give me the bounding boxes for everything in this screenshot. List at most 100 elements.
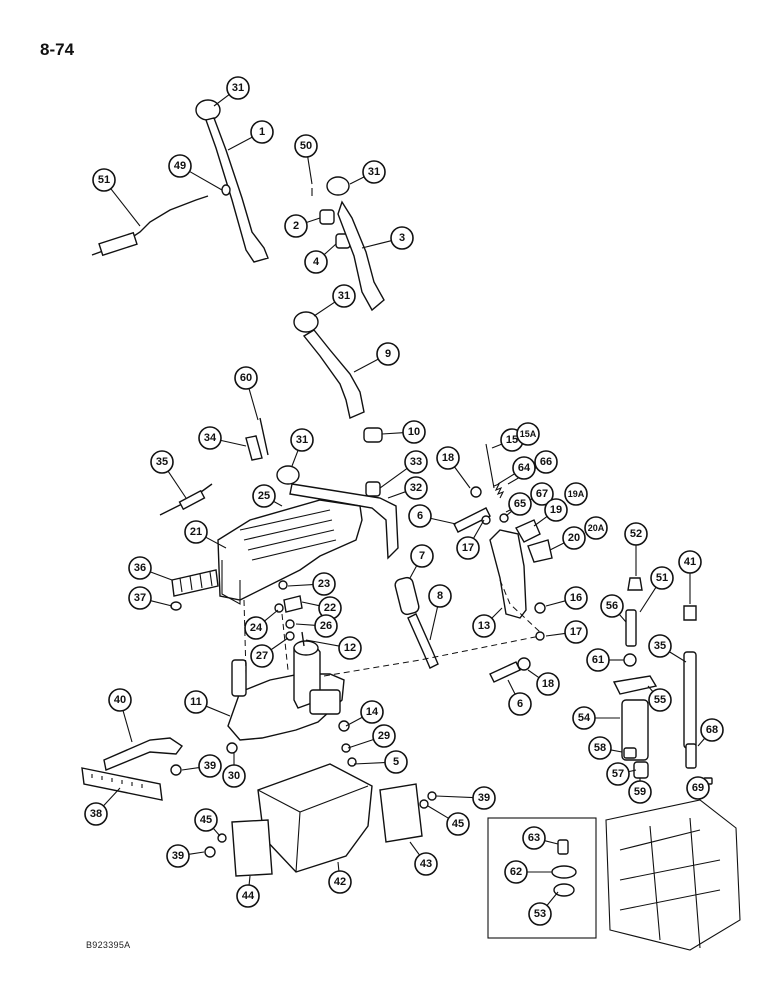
callout-label: 24: [250, 622, 263, 634]
rod-8: [407, 613, 439, 669]
figure-code: B923395A: [86, 940, 131, 950]
callout-circle: [402, 420, 426, 444]
cable-40: [103, 737, 184, 771]
callout-label: 39: [172, 850, 184, 862]
callout-7: 7: [410, 544, 434, 568]
knob-31-c: [293, 311, 319, 333]
callout-67: 67: [530, 482, 554, 506]
callout-label: 62: [510, 866, 522, 878]
leader-line-45: [212, 827, 221, 837]
leader-line-55: [647, 685, 654, 693]
callout-circle: [312, 572, 336, 596]
leader-line-10: [381, 432, 404, 435]
callout-label: 11: [190, 696, 202, 708]
callout-label: 32: [410, 482, 422, 494]
callout-circle: [404, 476, 428, 500]
leader-line-19: [533, 516, 548, 527]
callout-label: 56: [606, 600, 618, 612]
callout-39: 39: [198, 754, 222, 778]
callout-31: 31: [332, 284, 356, 308]
callout-label: 21: [190, 526, 202, 538]
nut-37: [170, 601, 182, 611]
leader-line-34: [220, 439, 247, 447]
leader-line-1: [227, 136, 253, 151]
callout-26: 26: [314, 614, 338, 638]
leader-lines: [103, 94, 706, 906]
bracket-13: [489, 529, 527, 619]
lever-3: [337, 200, 385, 312]
callout-circle: [522, 826, 546, 850]
leader-line-14: [345, 716, 363, 727]
callout-58: 58: [588, 736, 612, 760]
leader-line-39: [435, 795, 474, 799]
callout-45: 45: [446, 812, 470, 836]
leader-line-31: [349, 176, 365, 185]
leader-line-43: [409, 841, 420, 856]
callout-label: 20A: [588, 523, 605, 533]
leader-line-9: [353, 358, 379, 373]
callout-31: 31: [362, 160, 386, 184]
callout-37: 37: [128, 586, 152, 610]
callout-circle: [414, 852, 438, 876]
callout-32: 32: [404, 476, 428, 500]
callout-label: 66: [540, 456, 552, 468]
callout-circle: [544, 498, 568, 522]
callout-label: 33: [410, 456, 422, 468]
callout-label: 25: [258, 490, 270, 502]
callout-51: 51: [650, 566, 674, 590]
callout-label: 40: [114, 694, 126, 706]
leader-line-17: [545, 632, 566, 637]
leader-line-27: [270, 637, 289, 651]
leader-line-56: [618, 613, 627, 623]
callout-circle: [198, 754, 222, 778]
callout-label: 9: [385, 348, 391, 360]
leader-line-23: [287, 584, 314, 587]
callout-label: 41: [684, 556, 696, 568]
callout-label: 3: [399, 232, 405, 244]
leader-line-6: [507, 679, 516, 695]
plate-36: [171, 569, 219, 597]
callout-30: 30: [222, 764, 246, 788]
callout-5: 5: [384, 750, 408, 774]
callout-circle: [304, 250, 328, 274]
callout-circle: [150, 450, 174, 474]
callout-label: 23: [318, 578, 330, 590]
callout-52: 52: [624, 522, 648, 546]
callout-circle: [584, 516, 608, 540]
callout-label: 35: [654, 640, 666, 652]
plate-43: [379, 783, 423, 843]
callout-circle: [504, 860, 528, 884]
callout-label: 51: [656, 572, 668, 584]
callout-44: 44: [236, 884, 260, 908]
callout-3: 3: [390, 226, 414, 250]
callout-31: 31: [226, 76, 250, 100]
callout-label: 49: [174, 160, 186, 172]
leader-line-7: [409, 565, 418, 579]
callout-54: 54: [572, 706, 596, 730]
pin-34: [245, 435, 263, 461]
callout-label: 38: [90, 808, 102, 820]
callout-18: 18: [436, 446, 460, 470]
callout-56: 56: [600, 594, 624, 618]
leader-line-68: [697, 737, 706, 747]
callout-label: 65: [514, 498, 526, 510]
callout-19A: 19A: [564, 482, 588, 506]
callout-31: 31: [290, 428, 314, 452]
leader-line-45: [427, 805, 449, 819]
callout-label: 13: [478, 620, 490, 632]
callout-label: 53: [534, 908, 546, 920]
leader-line-17: [472, 519, 485, 539]
callout-circle: [530, 482, 554, 506]
callout-circle: [650, 566, 674, 590]
callout-label: 54: [578, 712, 591, 724]
inset-box: [487, 817, 597, 939]
leader-line-53: [546, 891, 559, 906]
callout-2: 2: [284, 214, 308, 238]
callout-label: 67: [536, 488, 548, 500]
leader-line-36: [150, 571, 173, 581]
callout-label: 31: [232, 82, 244, 94]
leader-line-49: [189, 170, 223, 191]
callout-11: 11: [184, 690, 208, 714]
leader-line-42: [337, 861, 340, 872]
callout-label: 68: [706, 724, 718, 736]
